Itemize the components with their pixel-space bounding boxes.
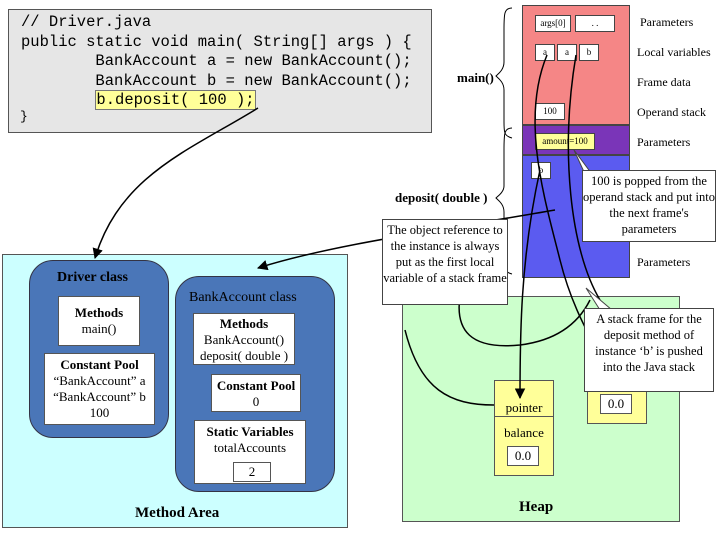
method-ref-line	[404, 329, 495, 406]
slot-a: a	[535, 44, 555, 61]
bankaccount-static-heading: Static Variables	[206, 424, 294, 439]
bankaccount-class-title: BankAccount class	[189, 290, 297, 305]
label-local-variables: Local variables	[637, 45, 711, 59]
code-to-driver-arrow	[92, 107, 259, 260]
bankaccount-method-deposit: deposit( double )	[199, 348, 289, 363]
main-brace	[495, 7, 513, 139]
driver-methods-heading: Methods	[74, 305, 124, 320]
slot-dots: . .	[575, 15, 615, 32]
total-accounts-value: 2	[233, 462, 271, 482]
driver-pool-line-1: “BankAccount” a	[53, 373, 146, 388]
method-area-title: Method Area	[135, 505, 220, 521]
bankaccount-pool-value: 0	[252, 394, 260, 409]
heap-loop-line	[458, 295, 591, 347]
slot-b: b	[579, 44, 599, 61]
label-operand-stack: Operand stack	[637, 105, 706, 119]
code-line-1: // Driver.java	[21, 13, 152, 31]
code-line-5-highlight: b.deposit( 100 );	[95, 90, 256, 110]
heap-balance-value: 0.0	[507, 446, 539, 466]
code-line-4: BankAccount b = new BankAccount();	[21, 71, 412, 90]
driver-pool-line-2: “BankAccount” b	[53, 389, 146, 404]
label-parameters: Parameters	[640, 15, 694, 29]
code-listing: // Driver.java public static void main( …	[21, 13, 412, 111]
heap-pointer-label: pointer	[495, 400, 553, 417]
main-frame-label: main()	[457, 70, 494, 85]
label-frame-data: Frame data	[637, 75, 691, 89]
code-closing-brace: }	[20, 109, 28, 124]
label-parameters-2: Parameters	[637, 135, 691, 149]
ref-main-b-to-heap	[567, 54, 601, 301]
callout-object-reference: The object reference to the instance is …	[382, 219, 508, 305]
bankaccount-methods-box: Methods BankAccount() deposit( double )	[193, 313, 295, 365]
slot-a-dup: a	[557, 44, 577, 61]
label-parameters-3: Parameters	[637, 255, 691, 269]
heap-balance-label: balance	[504, 425, 544, 440]
code-line-2: public static void main( String[] args )…	[21, 32, 412, 51]
driver-class-title: Driver class	[57, 270, 128, 285]
driver-methods-box: Methods main()	[58, 296, 140, 346]
bankaccount-methods-heading: Methods	[219, 316, 269, 331]
slot-args: args[0]	[535, 15, 571, 32]
code-line-3: BankAccount a = new BankAccount();	[21, 52, 412, 70]
bankaccount-method-constructor: BankAccount()	[203, 332, 285, 347]
callout-popped: 100 is popped from the operand stack and…	[582, 170, 716, 242]
heap-title: Heap	[519, 499, 554, 515]
bankaccount-constant-pool-box: Constant Pool 0	[211, 374, 301, 412]
heap-other-value: 0.0	[600, 394, 632, 414]
code-box: // Driver.java public static void main( …	[8, 9, 432, 133]
driver-pool-heading: Constant Pool	[60, 357, 139, 372]
callout-frame-pushed: A stack frame for the deposit method of …	[584, 308, 714, 392]
main-frame: args[0] . . a a b 100	[522, 5, 630, 125]
bankaccount-pool-heading: Constant Pool	[216, 378, 296, 393]
callout-frame-pointer	[585, 287, 614, 311]
driver-constant-pool-box: Constant Pool “BankAccount” a “BankAccou…	[44, 353, 155, 425]
ref-b-to-heap	[514, 169, 541, 400]
driver-methods-main: main()	[81, 321, 117, 336]
driver-pool-line-3: 100	[89, 405, 110, 420]
bankaccount-static-var: totalAccounts	[213, 440, 287, 455]
deposit-frame-label: deposit( double )	[395, 190, 488, 205]
